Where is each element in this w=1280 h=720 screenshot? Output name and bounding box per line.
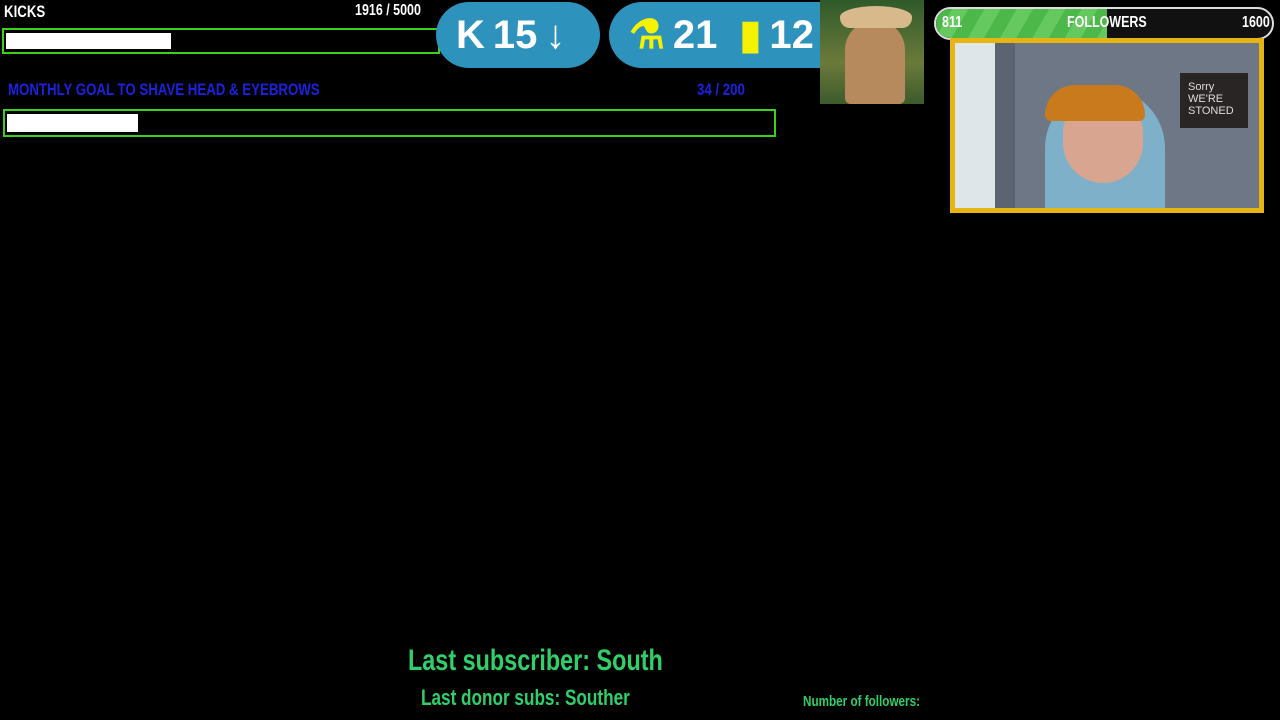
bar-chart-icon: ▮ <box>739 13 762 57</box>
last-donor-subs: Last donor subs: Souther <box>421 685 630 710</box>
webcam-feed: Sorry WE'RE STONED <box>950 38 1264 213</box>
kicks-progress-bar <box>2 28 440 54</box>
kicks-label: KICKS <box>4 2 46 21</box>
trophy-count: 21 <box>672 12 718 57</box>
kicks-count: 1916 / 5000 <box>355 2 421 19</box>
flask-icon: ⚗ <box>629 13 665 57</box>
kick-count: 15 <box>492 12 538 57</box>
kick-stats-pill: K 15 ↓ <box>436 2 600 68</box>
kick-logo-icon: K <box>456 12 485 57</box>
monthly-goal-progress-bar <box>3 109 776 137</box>
bear-mascot-image <box>820 0 924 104</box>
kicks-progress-fill <box>6 33 171 49</box>
arrow-down-icon: ↓ <box>545 12 566 57</box>
monthly-goal-progress-fill <box>7 114 138 132</box>
followers-progress-fill <box>936 9 1108 38</box>
followers-label: FOLLOWERS <box>1067 14 1147 31</box>
last-subscriber: Last subscriber: South <box>408 644 663 677</box>
followers-current: 811 <box>942 14 963 31</box>
followers-goal-bar: 811 FOLLOWERS 1600 <box>934 7 1274 40</box>
chart-count: 12 <box>769 12 814 57</box>
followers-goal: 1600 <box>1242 14 1270 31</box>
number-of-followers: Number of followers: <box>803 693 921 710</box>
webcam-sign: Sorry WE'RE STONED <box>1180 73 1248 128</box>
monthly-goal-label: MONTHLY GOAL TO SHAVE HEAD & EYEBROWS <box>8 80 320 99</box>
monthly-goal-count: 34 / 200 <box>697 80 745 99</box>
